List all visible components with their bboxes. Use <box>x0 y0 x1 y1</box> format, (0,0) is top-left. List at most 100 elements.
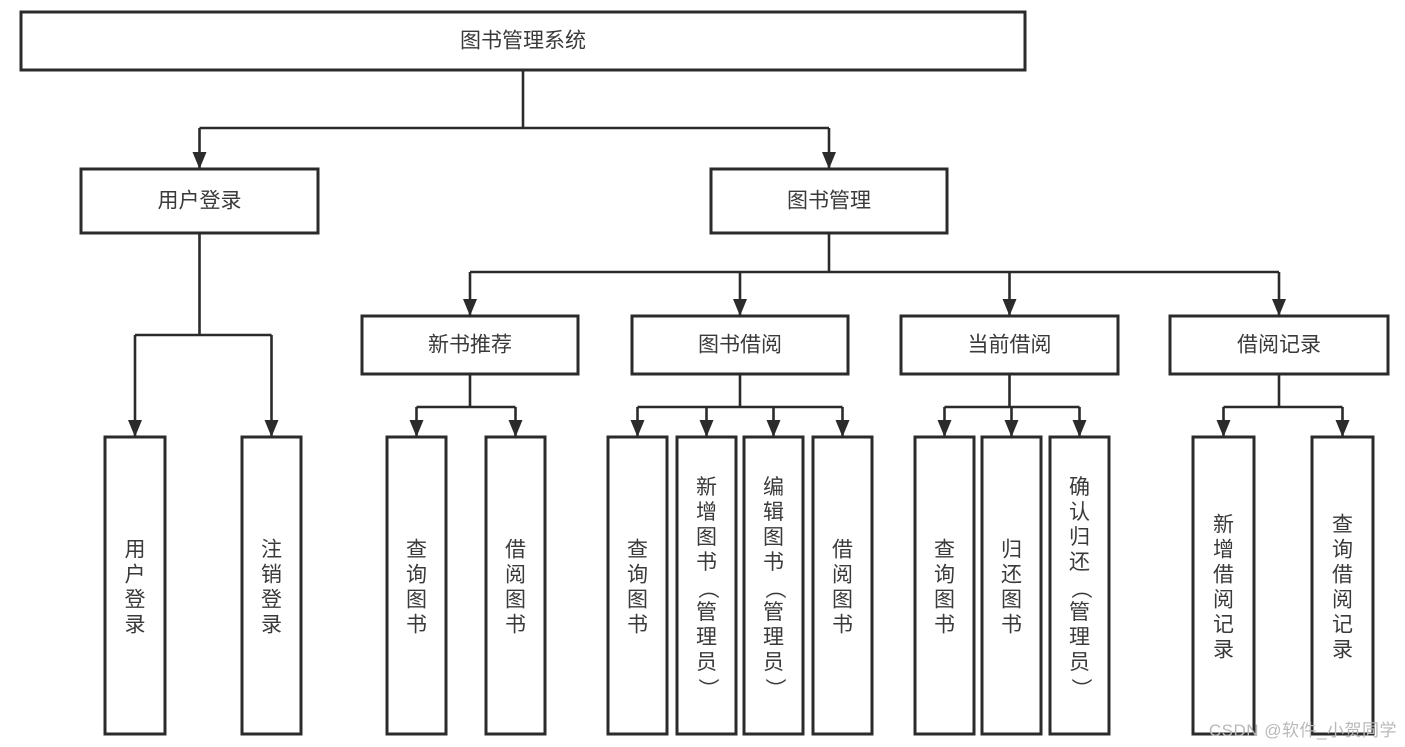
svg-text:用: 用 <box>125 539 146 562</box>
svg-text:查: 查 <box>406 539 427 562</box>
node-leaf-user-login-rect <box>103 435 167 736</box>
svg-text:还: 还 <box>1001 564 1022 587</box>
svg-text:户: 户 <box>125 564 146 587</box>
svg-text:书: 书 <box>832 614 853 637</box>
node-leaf-user-login[interactable]: 用户登录 <box>103 435 167 736</box>
svg-text:记: 记 <box>1213 614 1234 637</box>
svg-text:员: 员 <box>696 651 717 674</box>
book-borrow-arrow-icon-2 <box>766 420 781 437</box>
book-borrow-arrow-icon-0 <box>630 420 645 437</box>
svg-text:图: 图 <box>406 589 427 612</box>
node-leaf-query-book-2-rect <box>606 435 669 736</box>
svg-text:录: 录 <box>125 614 146 637</box>
node-borrow-record-rect <box>1168 314 1390 376</box>
node-book-manage[interactable]: 图书管理 <box>709 167 949 235</box>
borrow-record-arrow-icon-0 <box>1216 420 1231 437</box>
svg-text:理: 理 <box>696 626 717 649</box>
svg-text:阅: 阅 <box>1213 589 1234 612</box>
node-book-borrow[interactable]: 图书借阅 <box>630 314 850 376</box>
book-borrow-arrow-icon-1 <box>699 420 714 437</box>
book-manage-arrow-icon-2 <box>1002 299 1017 316</box>
svg-text:认: 认 <box>1069 501 1090 524</box>
svg-text:注: 注 <box>261 539 282 562</box>
svg-text:录: 录 <box>1332 639 1353 662</box>
svg-text:书: 书 <box>505 614 526 637</box>
node-new-book-recommend-label: 新书推荐 <box>428 334 512 357</box>
node-leaf-borrow-book-1-rect <box>484 435 547 736</box>
svg-text:（: （ <box>1069 578 1092 599</box>
node-leaf-query-book-1-rect <box>385 435 448 736</box>
svg-text:书: 书 <box>406 614 427 637</box>
svg-text:录: 录 <box>261 614 282 637</box>
node-leaf-user-login-label: 用户登录 <box>125 539 146 637</box>
svg-text:确: 确 <box>1069 476 1090 499</box>
svg-text:图: 图 <box>696 526 717 549</box>
svg-text:增: 增 <box>1213 539 1234 562</box>
current-borrow-arrow-icon-0 <box>937 420 952 437</box>
book-manage-arrow-icon-3 <box>1272 299 1286 316</box>
svg-text:书: 书 <box>627 614 648 637</box>
svg-text:）: ） <box>696 678 719 699</box>
svg-text:查: 查 <box>1332 514 1353 537</box>
node-root-title-rect <box>19 10 1027 72</box>
svg-text:登: 登 <box>261 589 282 612</box>
node-leaf-query-book-3-rect <box>913 435 976 736</box>
svg-text:询: 询 <box>1332 539 1353 562</box>
node-new-book-recommend[interactable]: 新书推荐 <box>360 314 580 376</box>
node-current-borrow[interactable]: 当前借阅 <box>899 314 1120 376</box>
book-manage-arrow-icon-0 <box>463 299 477 316</box>
svg-text:图: 图 <box>505 589 526 612</box>
svg-text:阅: 阅 <box>1332 589 1353 612</box>
node-root-title-label: 图书管理系统 <box>460 30 586 53</box>
svg-text:新: 新 <box>1213 514 1234 537</box>
node-root-title[interactable]: 图书管理系统 <box>19 10 1027 72</box>
node-user-login[interactable]: 用户登录 <box>79 167 320 235</box>
svg-text:书: 书 <box>763 551 784 574</box>
node-leaf-borrow-book-2-rect <box>811 435 874 736</box>
node-borrow-record[interactable]: 借阅记录 <box>1168 314 1390 376</box>
svg-text:辑: 辑 <box>763 501 784 524</box>
svg-text:图: 图 <box>832 589 853 612</box>
svg-text:编: 编 <box>763 476 784 499</box>
svg-text:员: 员 <box>763 651 784 674</box>
svg-text:理: 理 <box>763 626 784 649</box>
book-borrow-arrow-icon-3 <box>835 420 850 437</box>
svg-text:录: 录 <box>1213 639 1234 662</box>
new-book-recommend-arrow-icon-1 <box>508 420 523 437</box>
node-book-borrow-label: 图书借阅 <box>698 334 782 357</box>
svg-text:书: 书 <box>934 614 955 637</box>
node-book-manage-rect <box>709 167 949 235</box>
svg-text:归: 归 <box>1069 526 1090 549</box>
book-manage-arrow-icon-1 <box>733 299 747 316</box>
svg-text:书: 书 <box>1001 614 1022 637</box>
svg-text:归: 归 <box>1001 539 1022 562</box>
root-arrow-icon-0 <box>192 152 207 169</box>
svg-text:借: 借 <box>1332 564 1353 587</box>
svg-text:图: 图 <box>763 526 784 549</box>
svg-text:借: 借 <box>832 539 853 562</box>
node-leaf-return-book-rect <box>980 435 1043 736</box>
node-current-borrow-label: 当前借阅 <box>968 334 1052 357</box>
user-login-arrow-icon-0 <box>128 420 142 437</box>
svg-text:询: 询 <box>406 564 427 587</box>
